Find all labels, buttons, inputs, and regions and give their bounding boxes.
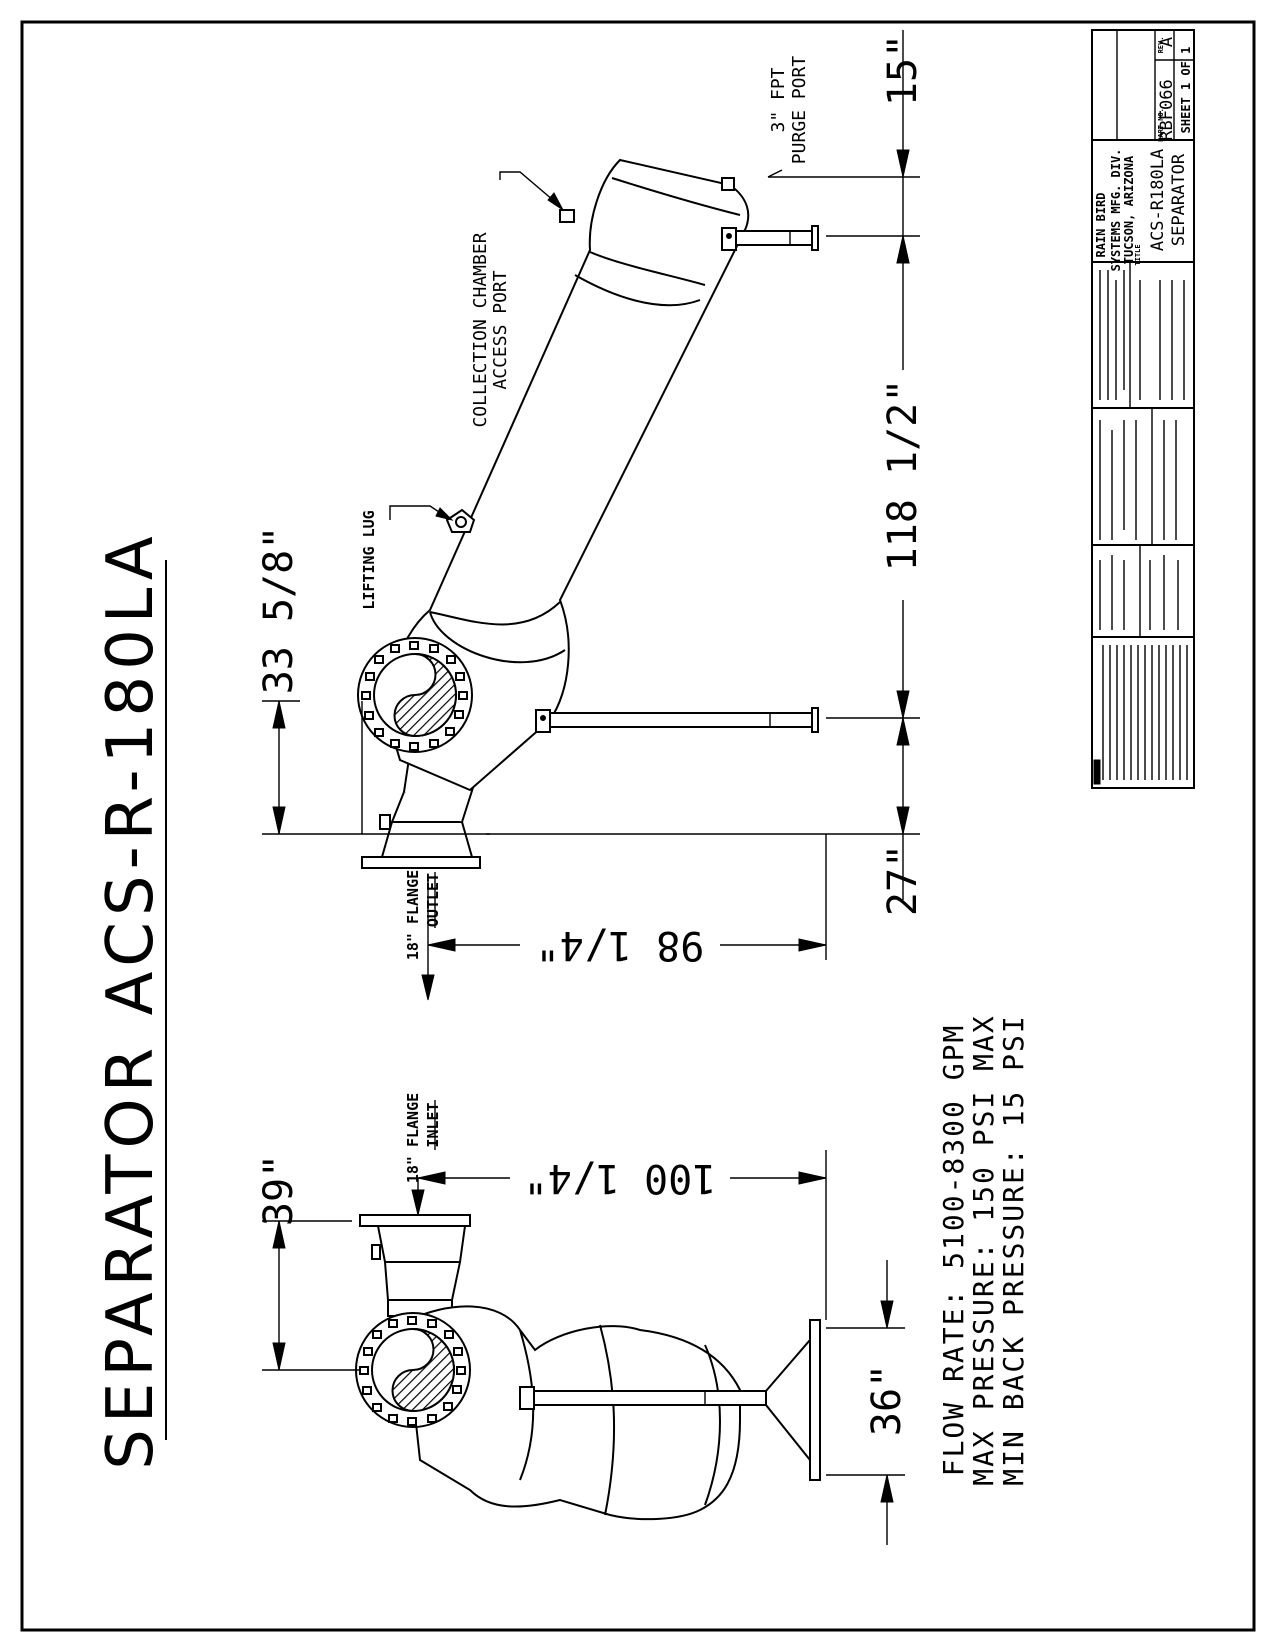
purge-port <box>721 177 735 191</box>
flange-bolt-holes <box>361 641 468 751</box>
svg-text:PART NO.: PART NO. <box>1157 108 1165 142</box>
support-leg-upper <box>721 225 819 251</box>
svg-text:TUCSON, ARIZONA: TUCSON, ARIZONA <box>1122 155 1136 264</box>
title-block: RBF066 A SHEET 1 OF 1 PART NO. REV. ACS-… <box>1091 29 1195 789</box>
svg-text:LIFTING LUG: LIFTING LUG <box>360 510 378 609</box>
svg-text:REV.: REV. <box>1157 37 1165 54</box>
inlet-flange-face <box>355 1312 471 1428</box>
svg-text:39": 39" <box>256 1154 302 1226</box>
svg-text:INLET: INLET <box>424 1102 442 1147</box>
inlet-flange <box>359 1214 471 1227</box>
end-view-support <box>519 1319 821 1481</box>
svg-text:98 1/4": 98 1/4" <box>536 922 705 968</box>
svg-text:36": 36" <box>864 1364 910 1436</box>
company-logo: RAIN BIRD <box>1094 192 1108 257</box>
svg-text:PURGE PORT: PURGE PORT <box>789 56 810 165</box>
svg-text:SYSTEMS MFG. DIV.: SYSTEMS MFG. DIV. <box>1109 149 1123 272</box>
end-view-body <box>403 1305 741 1521</box>
spec-notes: FLOW RATE: 5100-8300 GPM MAX PRESSURE: 1… <box>937 1014 1030 1485</box>
svg-text:COLLECTION CHAMBER: COLLECTION CHAMBER <box>470 232 491 427</box>
base-plate <box>809 1319 821 1481</box>
svg-text:118 1/2": 118 1/2" <box>880 379 926 572</box>
svg-text:3" FPT: 3" FPT <box>768 67 789 132</box>
support-leg-lower <box>535 707 819 733</box>
collection-chamber-access-port <box>559 209 575 223</box>
part-number: RBF066 <box>1157 79 1177 140</box>
separator-top-view <box>357 158 819 869</box>
flow-rate: FLOW RATE: 5100-8300 GPM <box>937 1024 970 1477</box>
svg-text:100 1/4": 100 1/4" <box>524 1155 717 1201</box>
separator-end-view <box>355 1214 821 1521</box>
svg-text:15": 15" <box>880 34 926 106</box>
svg-text:ACCESS PORT: ACCESS PORT <box>490 270 511 389</box>
top-view-labels: LIFTING LUG COLLECTION CHAMBER ACCESS PO… <box>360 56 810 961</box>
min-back-pressure: MIN BACK PRESSURE: 15 PSI <box>997 1014 1030 1485</box>
sheet-border <box>20 20 1256 1632</box>
svg-text:SEPARATOR ACS-R-180LA: SEPARATOR ACS-R-180LA <box>94 530 168 1469</box>
svg-text:27": 27" <box>880 844 926 916</box>
tb-title-2: SEPARATOR <box>1169 153 1189 246</box>
tb-title-1: ACS-R180LA <box>1148 149 1168 251</box>
dimension-lines-top: 33 5/8" 15" 118 1/2" 27" 98 1/4" <box>256 30 926 1001</box>
svg-text:18" FLANGE: 18" FLANGE <box>404 870 422 960</box>
outlet-flange-face <box>357 637 473 753</box>
max-pressure: MAX PRESSURE: 150 PSI MAX <box>967 1014 1000 1485</box>
svg-text:OUTLET: OUTLET <box>424 873 442 927</box>
tb-fine-print <box>1099 270 1185 630</box>
tb-notes-block <box>1093 645 1188 785</box>
lifting-lug <box>445 508 476 533</box>
svg-text:33 5/8": 33 5/8" <box>256 526 302 695</box>
svg-text:18" FLANGE: 18" FLANGE <box>404 1093 422 1183</box>
sheet-number: SHEET 1 OF 1 <box>1179 47 1193 134</box>
revision: A <box>1157 37 1177 47</box>
drawing-title: SEPARATOR ACS-R-180LA <box>94 530 168 1469</box>
dimension-lines-end: 39" 100 1/4" 36" <box>256 1150 910 1545</box>
svg-text:TITLE: TITLE <box>1134 244 1142 265</box>
outlet-flange <box>361 856 481 869</box>
inlet-label: 18" FLANGE INLET <box>404 1093 442 1183</box>
